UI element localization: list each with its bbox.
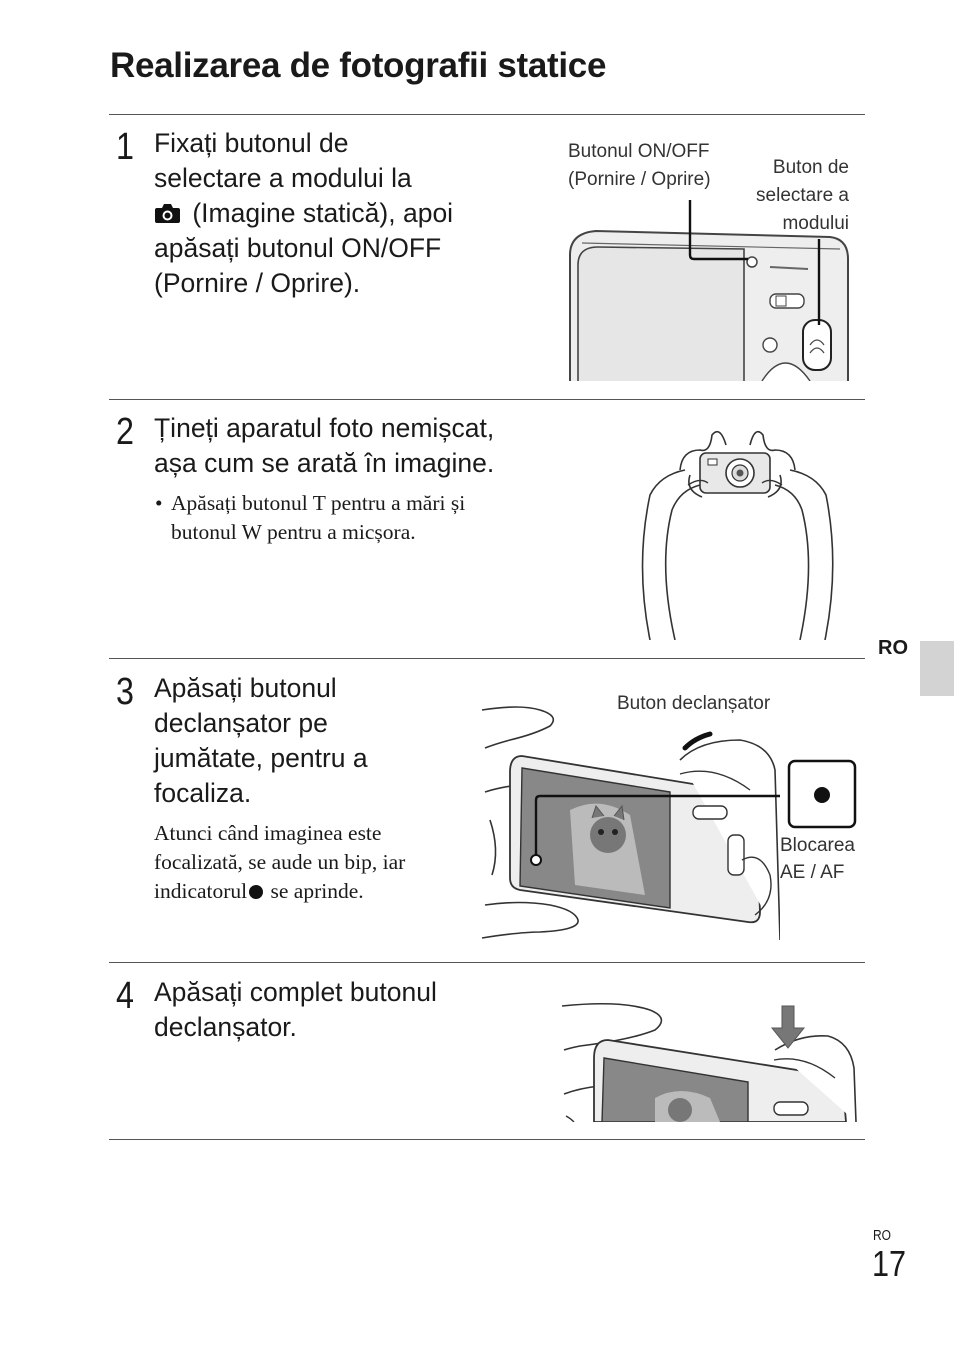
step-1-text-a: Fixați butonul de selectare a modului la: [154, 128, 412, 193]
mode-button-callout: Buton de selectare a modului: [756, 157, 849, 234]
step-1-text: Fixați butonul de selectare a modului la…: [154, 126, 453, 301]
half-press-shutter-illustration: [481, 706, 780, 941]
divider: [109, 1139, 865, 1140]
page-number: 17: [872, 1243, 907, 1284]
step-3-note-b: se aprinde.: [265, 879, 364, 903]
step-1-number: 1: [116, 126, 134, 168]
step-3-note-a: Atunci când imaginea este focalizată, se…: [154, 821, 406, 903]
divider: [109, 962, 865, 963]
step-3-text: Apăsați butonul declanșator pe jumătate,…: [154, 673, 368, 808]
focus-indicator-box: [787, 759, 857, 829]
full-press-shutter-illustration: [561, 1002, 857, 1122]
page-title: Realizarea de fotografii statice: [110, 46, 607, 85]
step-2-bullet-marker: •: [155, 491, 163, 515]
step-4-number: 4: [116, 975, 134, 1017]
divider: [109, 399, 865, 400]
divider: [109, 658, 865, 659]
footer-language: RO: [873, 1227, 891, 1244]
focus-indicator-dot-icon: [249, 885, 264, 899]
step-3-note: Atunci când imaginea este focalizată, se…: [154, 819, 405, 906]
hands-holding-camera-illustration: [641, 430, 834, 640]
on-off-button-callout: Butonul ON/OFF (Pornire / Oprire): [568, 141, 711, 190]
side-tab: [920, 641, 954, 696]
divider: [109, 114, 865, 115]
side-tab-label: RO: [878, 637, 908, 659]
camera-top-illustration: [569, 200, 849, 381]
step-4-text: Apăsați complet butonul declanșator.: [154, 977, 437, 1042]
step-2-number: 2: [116, 411, 134, 453]
step-3-number: 3: [116, 671, 134, 713]
step-2-text: Țineți aparatul foto nemișcat, așa cum s…: [154, 413, 495, 478]
shutter-button-callout: Buton declanșator: [617, 693, 771, 714]
step-1-text-b: (Imagine statică), apoi apăsați butonul …: [154, 198, 454, 298]
still-camera-icon: [154, 198, 181, 223]
ae-af-lock-callout: Blocarea AE / AF: [780, 835, 855, 883]
step-2-bullet: Apăsați butonul T pentru a mări și buton…: [171, 491, 466, 544]
